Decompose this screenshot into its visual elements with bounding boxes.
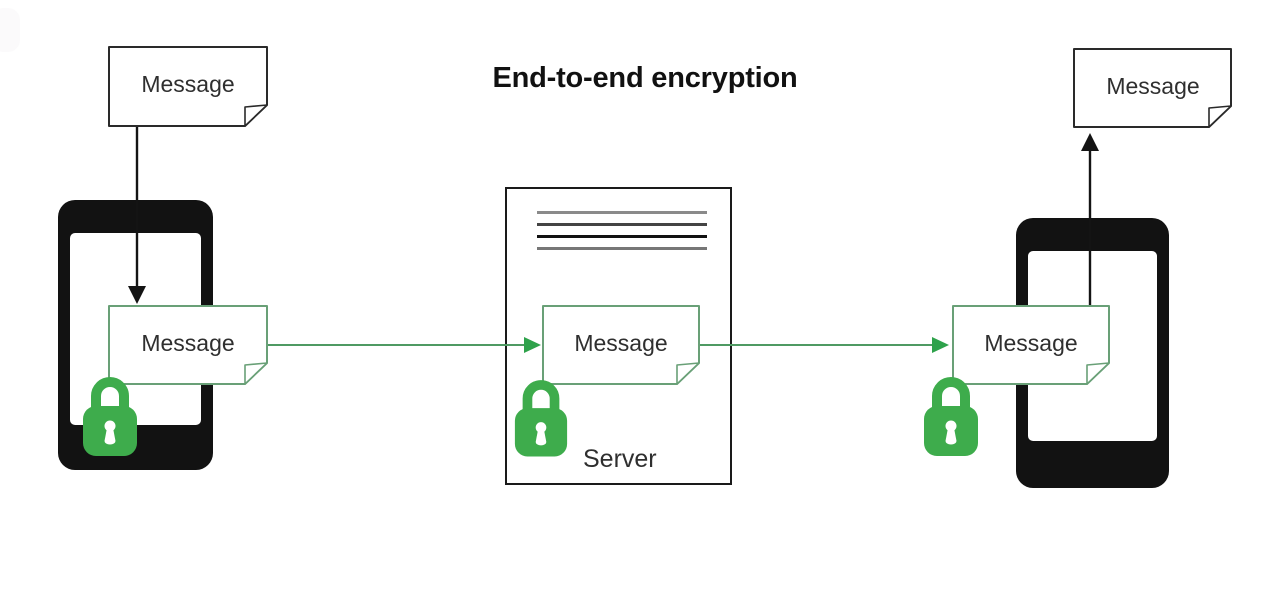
folded-note-icon (108, 305, 268, 385)
server-encrypted-note: Message (542, 305, 700, 385)
folded-note-icon (952, 305, 1110, 385)
server-text-line (537, 247, 707, 250)
folded-note-icon (1073, 48, 1232, 128)
note-label: Message (141, 71, 235, 97)
folded-note-icon (108, 46, 268, 127)
note-label: Message (574, 329, 668, 356)
delivered-message-note: Message (1073, 48, 1233, 128)
source-message-note: Message (108, 46, 268, 127)
server-text-line (537, 211, 707, 214)
arrow-right-icon (700, 337, 949, 353)
note-label: Message (984, 329, 1078, 356)
server-label: Server (583, 445, 657, 473)
note-label: Message (141, 329, 235, 356)
receiver-encrypted-note: Message (952, 305, 1110, 385)
arrow-right-icon (268, 337, 541, 353)
note-label: Message (1106, 72, 1200, 99)
padlock-icon (83, 377, 137, 456)
folded-note-icon (542, 305, 700, 385)
sender-encrypted-note: Message (108, 305, 268, 385)
page-title: End-to-end encryption (492, 62, 798, 94)
server-text-line (537, 235, 707, 238)
corner-artifact (0, 8, 20, 52)
padlock-icon (514, 380, 568, 457)
server-text-line (537, 223, 707, 226)
padlock-icon (924, 377, 978, 456)
